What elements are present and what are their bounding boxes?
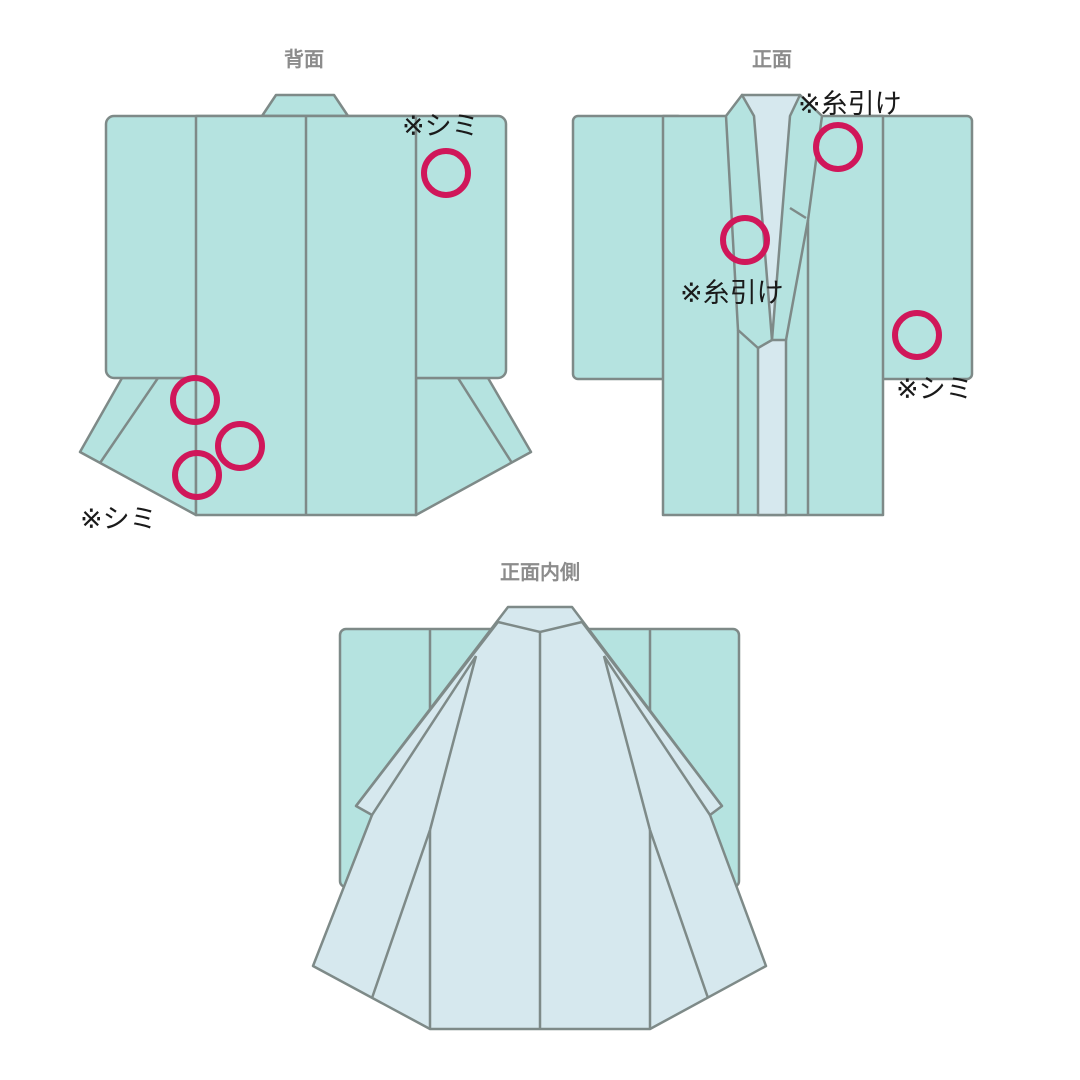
front-stain-mark-sleeve — [892, 310, 942, 360]
back-right-gusset — [414, 376, 533, 517]
front-collar-top-note: ※糸引け — [798, 89, 902, 120]
front-thread-pull-mark-mid — [720, 215, 770, 265]
back-collar — [260, 93, 350, 118]
front-sleeve-note: ※シミ — [896, 374, 973, 405]
back-hem-note: ※シミ — [80, 504, 157, 535]
back-shoulder-note: ※シミ — [402, 111, 479, 142]
back-stain-mark-1 — [170, 375, 220, 425]
back-view: 背面 ※シミ ※シミ — [78, 47, 533, 535]
front-thread-pull-mark-top — [813, 122, 863, 172]
front-view-heading: 正面 — [752, 47, 792, 71]
front-collar-mid-note: ※糸引け — [680, 278, 784, 309]
front-view: 正面 ※糸引け ※糸引け ※シミ — [571, 47, 974, 517]
back-view-heading: 背面 — [284, 47, 324, 71]
back-stain-mark-2 — [215, 421, 265, 471]
back-left-gusset — [78, 376, 198, 517]
front-right-collar — [770, 93, 824, 342]
inside-view: 正面内側 — [311, 560, 768, 1031]
back-stain-mark-shoulder — [421, 148, 471, 198]
inside-view-heading: 正面内側 — [500, 560, 580, 584]
back-stain-mark-3 — [172, 450, 222, 500]
